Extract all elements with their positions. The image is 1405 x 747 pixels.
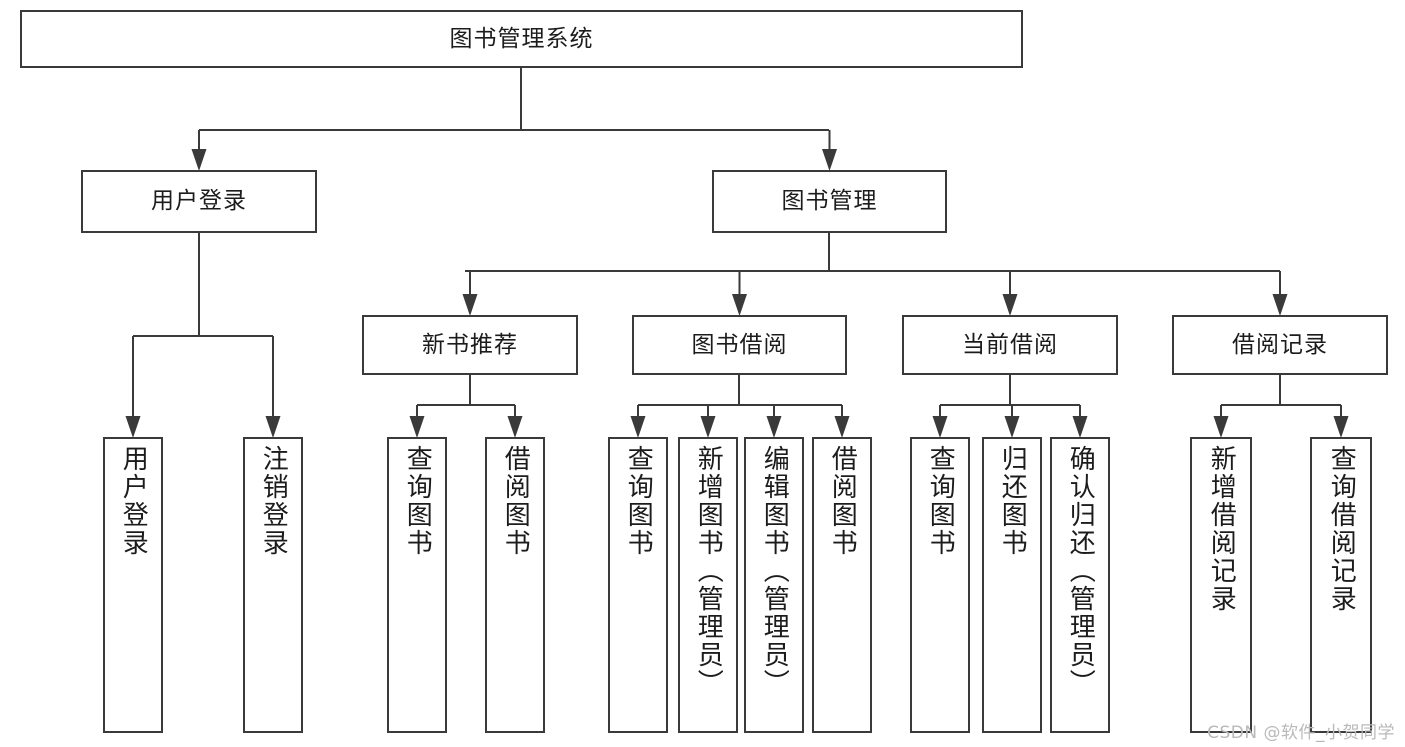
node-label: 确认归还（管理员） [1065, 445, 1096, 697]
arrowhead [932, 416, 948, 438]
node-label: 新增图书（管理员） [693, 445, 724, 697]
node-label: 查询图书 [623, 445, 654, 557]
node-leaf-br-add[interactable]: 新增借阅记录 [1190, 437, 1252, 733]
node-leaf-cb-query[interactable]: 查询图书 [910, 437, 970, 733]
arrowhead [191, 149, 207, 171]
node-root[interactable]: 图书管理系统 [20, 10, 1023, 68]
node-book-manage[interactable]: 图书管理 [712, 170, 947, 233]
arrowhead [462, 294, 478, 316]
node-label: 查询图书 [925, 445, 956, 557]
node-user-login[interactable]: 用户登录 [81, 170, 317, 233]
node-label: 用户登录 [118, 445, 149, 557]
node-label: 用户登录 [151, 188, 247, 215]
node-current-borrow[interactable]: 当前借阅 [902, 315, 1118, 375]
arrowhead [1333, 416, 1349, 438]
node-leaf-rec-query[interactable]: 查询图书 [387, 437, 447, 733]
watermark: CSDN @软件_小贺同学 [1207, 723, 1395, 743]
node-label: 新增借阅记录 [1206, 445, 1237, 613]
node-leaf-rec-borrow[interactable]: 借阅图书 [485, 437, 545, 733]
arrowhead [1002, 294, 1018, 316]
arrowhead [265, 416, 281, 438]
arrowhead [1213, 416, 1229, 438]
arrowhead [732, 294, 747, 316]
arrowhead [125, 416, 141, 438]
node-label: 新书推荐 [422, 331, 518, 358]
node-leaf-bb-edit[interactable]: 编辑图书（管理员） [744, 437, 804, 733]
node-book-borrow[interactable]: 图书借阅 [632, 315, 847, 375]
node-label: 借阅图书 [827, 445, 858, 557]
arrowhead [507, 416, 523, 438]
node-borrow-record[interactable]: 借阅记录 [1172, 315, 1388, 375]
node-label: 查询图书 [402, 445, 433, 557]
node-leaf-cb-return[interactable]: 归还图书 [982, 437, 1042, 733]
arrowhead [1272, 294, 1288, 316]
node-leaf-bb-add[interactable]: 新增图书（管理员） [678, 437, 738, 733]
node-label: 图书借阅 [691, 331, 788, 358]
node-leaf-bb-borrow[interactable]: 借阅图书 [812, 437, 872, 733]
node-label: 查询借阅记录 [1326, 445, 1357, 613]
arrowhead [766, 416, 782, 438]
arrowhead [1004, 416, 1020, 438]
arrowhead [700, 416, 716, 438]
node-leaf-br-query[interactable]: 查询借阅记录 [1310, 437, 1372, 733]
arrowhead [834, 416, 850, 438]
node-label: 当前借阅 [962, 331, 1058, 358]
arrowhead [630, 416, 646, 438]
node-leaf-bb-query[interactable]: 查询图书 [608, 437, 668, 733]
arrowhead [409, 416, 425, 438]
node-leaf-user-login[interactable]: 用户登录 [103, 437, 163, 733]
node-label: 归还图书 [997, 445, 1028, 557]
node-label: 图书管理 [781, 188, 878, 215]
node-label: 编辑图书（管理员） [759, 445, 790, 697]
arrowhead [1072, 416, 1088, 438]
node-label: 注销登录 [258, 445, 289, 557]
node-new-book-rec[interactable]: 新书推荐 [362, 315, 578, 375]
node-label: 借阅记录 [1232, 331, 1328, 358]
arrowhead [822, 149, 837, 171]
node-label: 图书管理系统 [449, 25, 594, 52]
node-leaf-cb-confirm[interactable]: 确认归还（管理员） [1050, 437, 1110, 733]
node-leaf-user-logout[interactable]: 注销登录 [243, 437, 303, 733]
node-label: 借阅图书 [500, 445, 531, 557]
